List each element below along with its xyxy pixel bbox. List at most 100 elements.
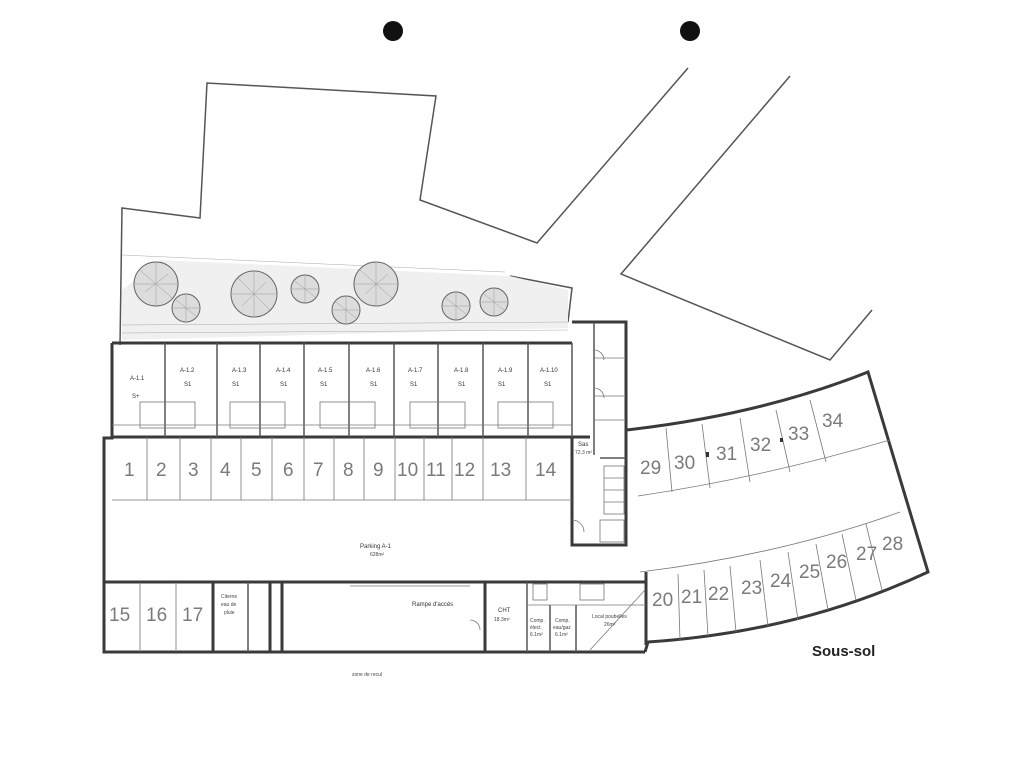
upper-building-outline	[119, 67, 689, 346]
parking-number: 16	[146, 605, 167, 626]
unit-label: A-1.8	[454, 368, 469, 374]
parking-number: 4	[220, 460, 231, 481]
unit-type: S1	[544, 382, 552, 388]
unit-labels: A-1.1 S+ A-1.2 S1 A-1.3 S1 A-1.4 S1 A-1.…	[130, 368, 558, 400]
parking-number: 6	[283, 460, 294, 481]
parking-number: 13	[490, 460, 511, 481]
unit-label: A-1.1	[130, 376, 145, 382]
unit-type: S1	[370, 382, 378, 388]
parking-number: 5	[251, 460, 262, 481]
parking-number: 25	[799, 562, 820, 583]
unit-type: S1	[458, 382, 466, 388]
citerne-label: Citerne	[221, 594, 237, 600]
parking-number: 30	[674, 453, 695, 474]
parking-stalls-top	[112, 437, 572, 501]
parking-number: 29	[640, 458, 661, 479]
tree-icon	[353, 261, 399, 307]
parking-number: 7	[313, 460, 324, 481]
parking-number: 14	[535, 460, 557, 481]
tree-icon	[230, 270, 278, 318]
unit-type: S+	[132, 394, 140, 400]
unit-label: A-1.6	[366, 368, 381, 374]
parking-number: 12	[454, 460, 475, 481]
unit-type: S1	[498, 382, 506, 388]
punch-hole-right	[680, 21, 700, 41]
basement-walls	[102, 320, 930, 654]
parking-number: 11	[426, 460, 446, 481]
parking-label: Parking A-1	[360, 544, 392, 550]
comp1-label: élect.	[530, 625, 542, 631]
parking-numbers-curved-top: 29 30 31 32 33 34	[640, 411, 844, 479]
parking-number: 17	[182, 605, 203, 626]
parking-number: 33	[788, 424, 809, 445]
parking-number: 10	[397, 460, 418, 481]
unit-type: S1	[232, 382, 240, 388]
tree-icon	[290, 274, 320, 304]
unit-partitions	[112, 343, 573, 437]
sas-area: 72.3 m²	[575, 450, 592, 456]
tree-icon	[133, 261, 179, 307]
unit-type: S1	[410, 382, 418, 388]
marker	[706, 452, 709, 457]
parking-number: 31	[716, 444, 737, 465]
stair-core	[571, 322, 626, 543]
unit-label: A-1.3	[232, 368, 247, 374]
parking-numbers-curved-bottom: 20 21 22 23 24 25 26 27 28	[652, 534, 903, 611]
parking-number: 20	[652, 590, 673, 611]
comp2-label: Comp.	[555, 618, 570, 624]
parking-number: 9	[373, 460, 384, 481]
marker	[780, 438, 783, 442]
zone-label: zone de recul	[352, 672, 382, 678]
tree-icon	[171, 293, 201, 323]
parking-number: 3	[188, 460, 199, 481]
parking-number: 26	[826, 552, 847, 573]
comp2-area: 6.1m²	[555, 632, 568, 638]
unit-label: A-1.7	[408, 368, 423, 374]
rampe-label: Rampe d'accès	[412, 602, 453, 608]
plan-title: Sous-sol	[812, 643, 875, 660]
upper-building-outline-right	[509, 275, 573, 323]
parking-numbers-bottom-left: 15 16 17	[109, 605, 203, 626]
trees	[133, 261, 509, 325]
comp2-label: eau/gaz	[553, 625, 571, 631]
cht-area: 18.3m²	[494, 617, 510, 623]
comp1-label: Comp.	[530, 618, 545, 624]
parking-numbers-top: 1 2 3 4 5 6 7 8 9 10 11 12 13 14	[124, 460, 557, 481]
sas-label: Sas	[578, 442, 588, 448]
parking-number: 27	[856, 544, 877, 565]
parking-number: 15	[109, 605, 130, 626]
parking-number: 22	[708, 584, 729, 605]
citerne-label: eau de	[221, 602, 237, 608]
parking-number: 24	[770, 571, 792, 592]
parking-number: 1	[124, 460, 135, 481]
unit-type: S1	[280, 382, 288, 388]
unit-label: A-1.9	[498, 368, 513, 374]
room-labels: Parking A-1 628m² Sas 72.3 m² Citerne ea…	[221, 442, 627, 678]
punch-hole-left	[383, 21, 403, 41]
bottom-services	[139, 582, 646, 652]
parking-number: 21	[681, 587, 702, 608]
comp1-area: 6.1m²	[530, 632, 543, 638]
parking-area: 628m²	[370, 552, 385, 558]
parking-number: 23	[741, 578, 762, 599]
unit-label: A-1.10	[540, 368, 558, 374]
tree-icon	[479, 287, 509, 317]
unit-type: S1	[184, 382, 192, 388]
parking-number: 34	[822, 411, 844, 432]
tree-icon	[331, 295, 361, 325]
tree-icon	[441, 291, 471, 321]
local-label: Local poubelles	[592, 614, 627, 620]
local-area: 26m²	[604, 622, 616, 628]
citerne-label: pluie	[224, 610, 235, 616]
parking-number: 28	[882, 534, 903, 555]
unit-label: A-1.4	[276, 368, 291, 374]
parking-number: 32	[750, 435, 771, 456]
parking-number: 2	[156, 460, 167, 481]
neighbour-building	[619, 75, 873, 361]
parking-number: 8	[343, 460, 354, 481]
cht-label: CHT	[498, 608, 511, 614]
unit-label: A-1.5	[318, 368, 333, 374]
unit-type: S1	[320, 382, 328, 388]
unit-label: A-1.2	[180, 368, 195, 374]
